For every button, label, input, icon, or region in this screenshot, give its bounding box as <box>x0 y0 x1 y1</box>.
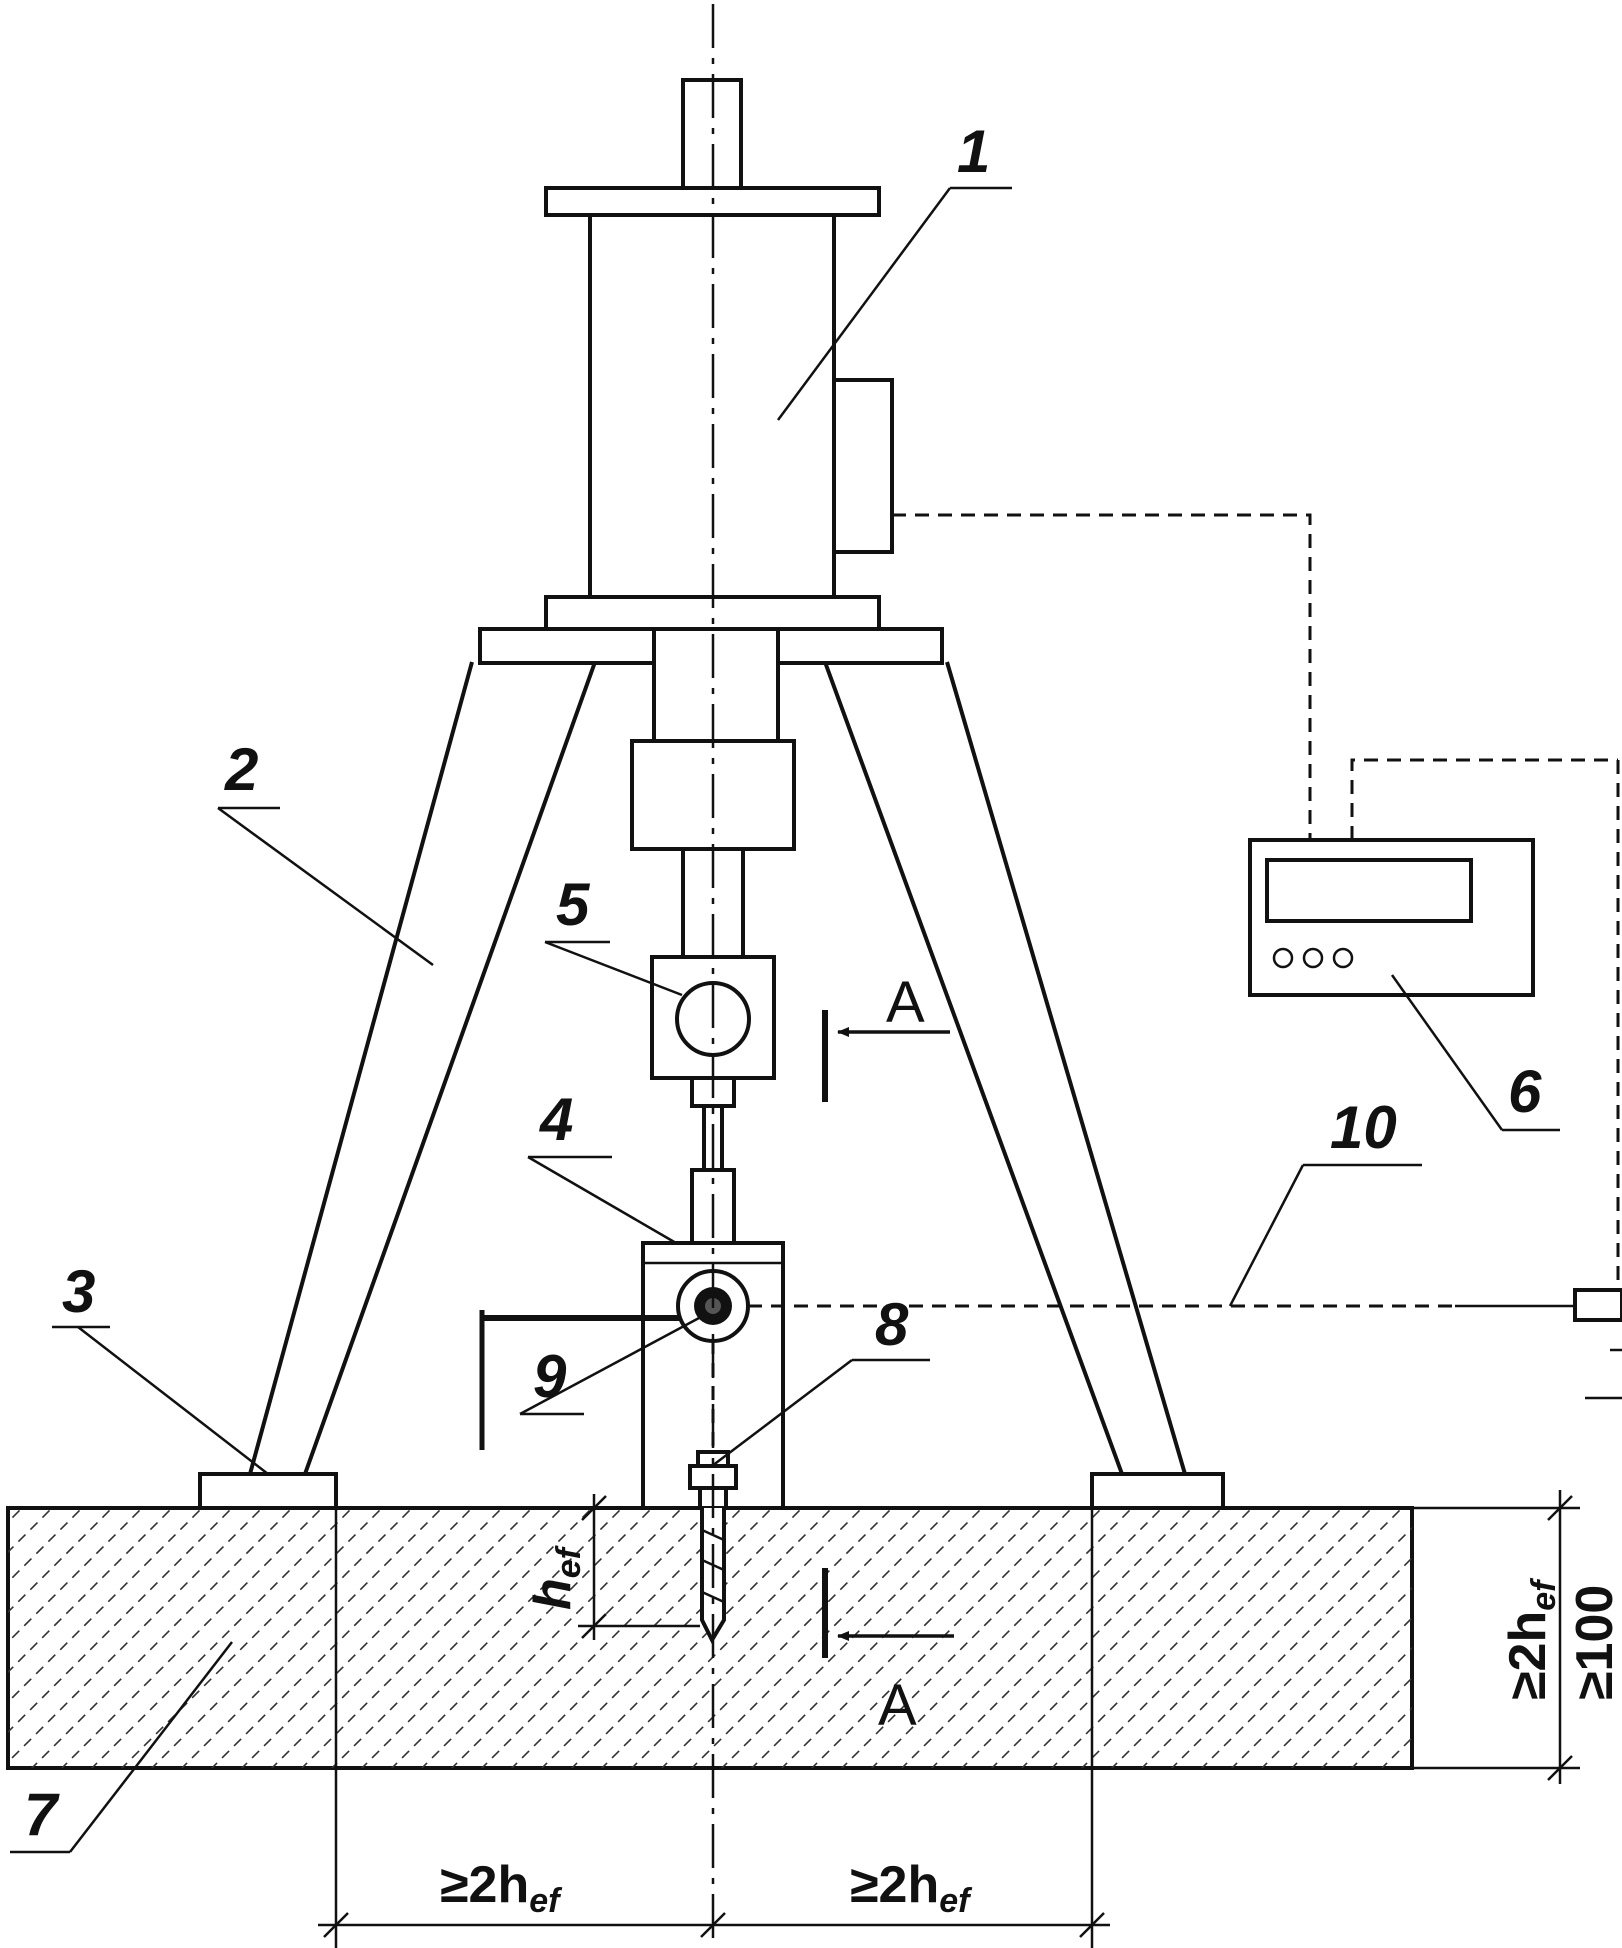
label-1: 1 <box>957 118 990 185</box>
label-8: 8 <box>875 1291 909 1358</box>
data-recorder <box>1248 838 1535 997</box>
support-pad-left <box>198 1472 338 1510</box>
test-machine <box>544 78 894 959</box>
sensor-connector <box>1573 1288 1622 1322</box>
section-marker-upper: A <box>822 970 950 1102</box>
label-10: 10 <box>1330 1094 1397 1161</box>
section-marker-lower: A <box>822 1568 954 1738</box>
dim-horizontal-spacing: ≥2hef ≥2hef <box>318 1508 1110 1948</box>
signal-wires <box>748 513 1622 1400</box>
dim-embed-depth-label: hef <box>524 1544 588 1610</box>
dim-right-spacing-label: ≥2hef <box>850 1856 973 1920</box>
leader-lines <box>10 186 1560 1854</box>
label-9: 9 <box>533 1343 567 1410</box>
label-2: 2 <box>224 736 258 803</box>
dim-slab-min-label: ≥100 <box>1566 1585 1622 1700</box>
section-label-upper: A <box>886 970 925 1035</box>
support-pad-right <box>1090 1472 1225 1510</box>
dim-left-spacing-label: ≥2hef <box>440 1856 563 1920</box>
concrete-hatching <box>8 1508 1412 1768</box>
label-5: 5 <box>556 871 591 938</box>
dim-embed-depth: hef <box>524 1494 700 1640</box>
recorder-knob <box>1302 947 1324 969</box>
dim-slab-thickness: ≥2hef ≥100 <box>1412 1490 1622 1784</box>
label-3: 3 <box>62 1258 95 1325</box>
label-4: 4 <box>539 1086 573 1153</box>
section-label-lower: A <box>878 1673 917 1738</box>
label-7: 7 <box>24 1781 60 1848</box>
recorder-knob <box>1272 947 1294 969</box>
concrete-base <box>6 1506 1414 1770</box>
dim-slab-thickness-label: ≥2hef <box>1499 1577 1563 1700</box>
gauge-box <box>832 378 894 554</box>
recorder-knob <box>1332 947 1354 969</box>
recorder-display <box>1265 858 1473 923</box>
label-6: 6 <box>1508 1058 1542 1125</box>
